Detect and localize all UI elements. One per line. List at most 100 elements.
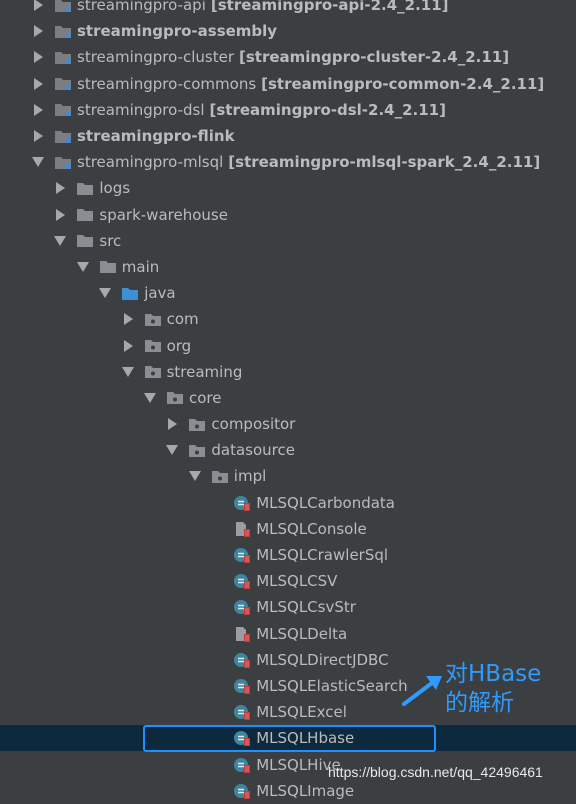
- tree-row[interactable]: com: [0, 306, 576, 332]
- tree-row[interactable]: MLSQLCrawlerSql: [0, 542, 576, 568]
- tree-item-label: MLSQLHive: [256, 755, 341, 774]
- module-folder-icon: [54, 23, 72, 39]
- tree-item-label: spark-warehouse: [99, 205, 228, 224]
- scala-class-icon: [233, 704, 251, 721]
- scala-class-icon: [233, 573, 251, 590]
- tree-row[interactable]: impl: [0, 463, 576, 489]
- module-folder-icon: [54, 49, 72, 65]
- tree-row[interactable]: java: [0, 280, 576, 306]
- tree-item-label: MLSQLImage: [256, 781, 355, 800]
- annotation-arrow-icon: [402, 676, 442, 706]
- expand-arrow-down-icon[interactable]: [143, 391, 157, 405]
- tree-item-label: datasource: [211, 441, 295, 460]
- highlight-box: [143, 725, 436, 752]
- tree-row[interactable]: MLSQLExcel: [0, 699, 576, 725]
- expand-arrow-right-icon[interactable]: [31, 0, 45, 12]
- module-artifact-tag: [streamingpro-api-2.4_2.11]: [210, 0, 449, 15]
- tree-item-label: main: [121, 257, 160, 276]
- tree-row[interactable]: datasource: [0, 437, 576, 463]
- tree-item-label: compositor: [211, 415, 296, 434]
- expand-arrow-right-icon[interactable]: [31, 24, 45, 38]
- folder-icon: [76, 207, 94, 223]
- module-folder-icon: [54, 102, 72, 118]
- tree-row[interactable]: core: [0, 385, 576, 411]
- tree-item-label: streamingpro-cluster: [77, 48, 235, 67]
- tree-row[interactable]: MLSQLElasticSearch: [0, 673, 576, 699]
- expand-arrow-down-icon[interactable]: [76, 260, 90, 274]
- tree-row[interactable]: main: [0, 254, 576, 280]
- tree-item-label: streamingpro-commons: [77, 74, 257, 93]
- tree-row[interactable]: MLSQLDelta: [0, 621, 576, 647]
- scala-class-icon: [233, 730, 251, 747]
- expand-arrow-right-icon[interactable]: [31, 103, 45, 117]
- expand-arrow-right-icon[interactable]: [165, 417, 179, 431]
- tree-item-label: impl: [233, 467, 267, 486]
- tree-row[interactable]: org: [0, 332, 576, 358]
- module-artifact-tag: [streamingpro-cluster-2.4_2.11]: [239, 48, 510, 67]
- scala-class-icon: [233, 547, 251, 564]
- package-icon: [166, 390, 184, 406]
- tree-row[interactable]: streamingpro-api[streamingpro-api-2.4_2.…: [0, 0, 576, 18]
- tree-row[interactable]: streaming: [0, 359, 576, 385]
- tree-row[interactable]: streamingpro-flink: [0, 123, 576, 149]
- expand-arrow-right-icon[interactable]: [31, 50, 45, 64]
- tree-row[interactable]: streamingpro-mlsql[streamingpro-mlsql-sp…: [0, 149, 576, 175]
- tree-row[interactable]: streamingpro-commons[streamingpro-common…: [0, 71, 576, 97]
- tree-item-label: MLSQLDirectJDBC: [256, 650, 389, 669]
- scala-class-icon: [233, 599, 251, 616]
- package-icon: [144, 364, 162, 380]
- tree-item-label: MLSQLDelta: [256, 624, 348, 643]
- tree-row[interactable]: MLSQLHbase: [0, 725, 576, 752]
- tree-item-label: com: [166, 310, 199, 329]
- watermark: https://blog.csdn.net/qq_42496461: [328, 764, 543, 780]
- expand-arrow-down-icon[interactable]: [188, 469, 202, 483]
- tree-row[interactable]: compositor: [0, 411, 576, 437]
- scala-class-icon: [233, 495, 251, 511]
- expand-arrow-down-icon[interactable]: [98, 286, 112, 300]
- tree-row[interactable]: streamingpro-dsl[streamingpro-dsl-2.4_2.…: [0, 97, 576, 123]
- tree-item-label: logs: [99, 179, 131, 198]
- folder-icon: [99, 259, 117, 275]
- tree-row[interactable]: MLSQLDirectJDBC: [0, 647, 576, 673]
- package-icon: [144, 338, 162, 354]
- scala-class-icon: [233, 783, 251, 799]
- folder-icon: [76, 233, 94, 249]
- tree-row[interactable]: streamingpro-cluster[streamingpro-cluste…: [0, 44, 576, 70]
- tree-item-label: MLSQLCSV: [256, 572, 338, 591]
- expand-arrow-right-icon[interactable]: [31, 77, 45, 91]
- expand-arrow-right-icon[interactable]: [121, 339, 135, 353]
- module-folder-icon: [54, 0, 72, 13]
- tree-row[interactable]: src: [0, 228, 576, 254]
- module-artifact-tag: [streamingpro-mlsql-spark_2.4_2.11]: [228, 153, 541, 172]
- tree-row[interactable]: MLSQLCSV: [0, 568, 576, 594]
- tree-row[interactable]: MLSQLConsole: [0, 516, 576, 542]
- tree-row[interactable]: spark-warehouse: [0, 202, 576, 228]
- tree-row[interactable]: streamingpro-assembly: [0, 18, 576, 44]
- scala-class-icon: [233, 757, 251, 773]
- expand-arrow-down-icon[interactable]: [31, 155, 45, 169]
- package-icon: [188, 416, 206, 432]
- expand-arrow-down-icon[interactable]: [165, 443, 179, 457]
- tree-row[interactable]: MLSQLImage: [0, 778, 576, 804]
- tree-row[interactable]: MLSQLCarbondata: [0, 490, 576, 516]
- tree-row[interactable]: logs: [0, 175, 576, 201]
- expand-arrow-right-icon[interactable]: [31, 129, 45, 143]
- source-folder-icon: [121, 285, 139, 301]
- tree-item-label: MLSQLCrawlerSql: [256, 546, 389, 565]
- module-artifact-tag: [streamingpro-dsl-2.4_2.11]: [209, 100, 446, 119]
- tree-item-label: MLSQLCarbondata: [256, 493, 395, 512]
- tree-row[interactable]: MLSQLCsvStr: [0, 594, 576, 620]
- expand-arrow-right-icon[interactable]: [121, 312, 135, 326]
- scala-class-icon: [233, 652, 251, 668]
- expand-arrow-right-icon[interactable]: [53, 208, 67, 222]
- expand-arrow-right-icon[interactable]: [53, 181, 67, 195]
- tree-item-label: MLSQLHbase: [256, 729, 355, 748]
- tree-item-label: MLSQLCsvStr: [256, 598, 356, 617]
- annotation-line-1: 对HBase: [445, 661, 542, 687]
- expand-arrow-down-icon[interactable]: [121, 365, 135, 379]
- tree-row[interactable]: MLSQLHive: [0, 751, 576, 777]
- module-folder-icon: [54, 76, 72, 92]
- expand-arrow-down-icon[interactable]: [53, 234, 67, 248]
- scala-file-icon: [233, 521, 251, 537]
